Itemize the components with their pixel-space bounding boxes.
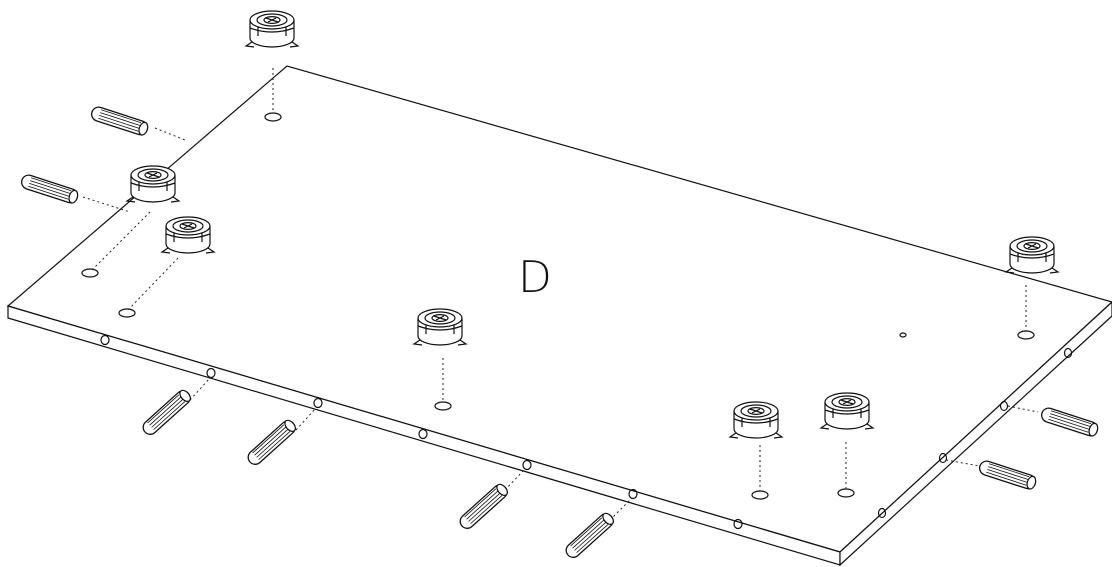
cam-lock-fitting-icon (820, 392, 874, 430)
cam-lock-fitting-icon (126, 165, 180, 203)
dowel-icon (456, 481, 511, 532)
front-edge-holes (100, 334, 743, 530)
dowel-icon (1039, 405, 1100, 439)
cam-lock-fitting-icon (413, 308, 467, 346)
dowel-icon (244, 417, 299, 468)
right-edge-holes (877, 347, 1073, 519)
dowel-icon (562, 510, 617, 561)
dowel-icon (977, 458, 1038, 492)
cam-lock-fitting-icon (161, 216, 215, 254)
panel-board (6, 65, 1112, 567)
cam-lock-fitting-icon (729, 401, 783, 439)
dowel-icon (89, 104, 150, 138)
guide-lines (82, 68, 1039, 521)
dowel-icon (19, 172, 80, 206)
cam-lock-fitting-icon (1005, 236, 1059, 274)
dowel-icon (139, 387, 194, 438)
cam-lock-fitting-icon (245, 10, 299, 48)
panel-label: D (518, 252, 552, 303)
